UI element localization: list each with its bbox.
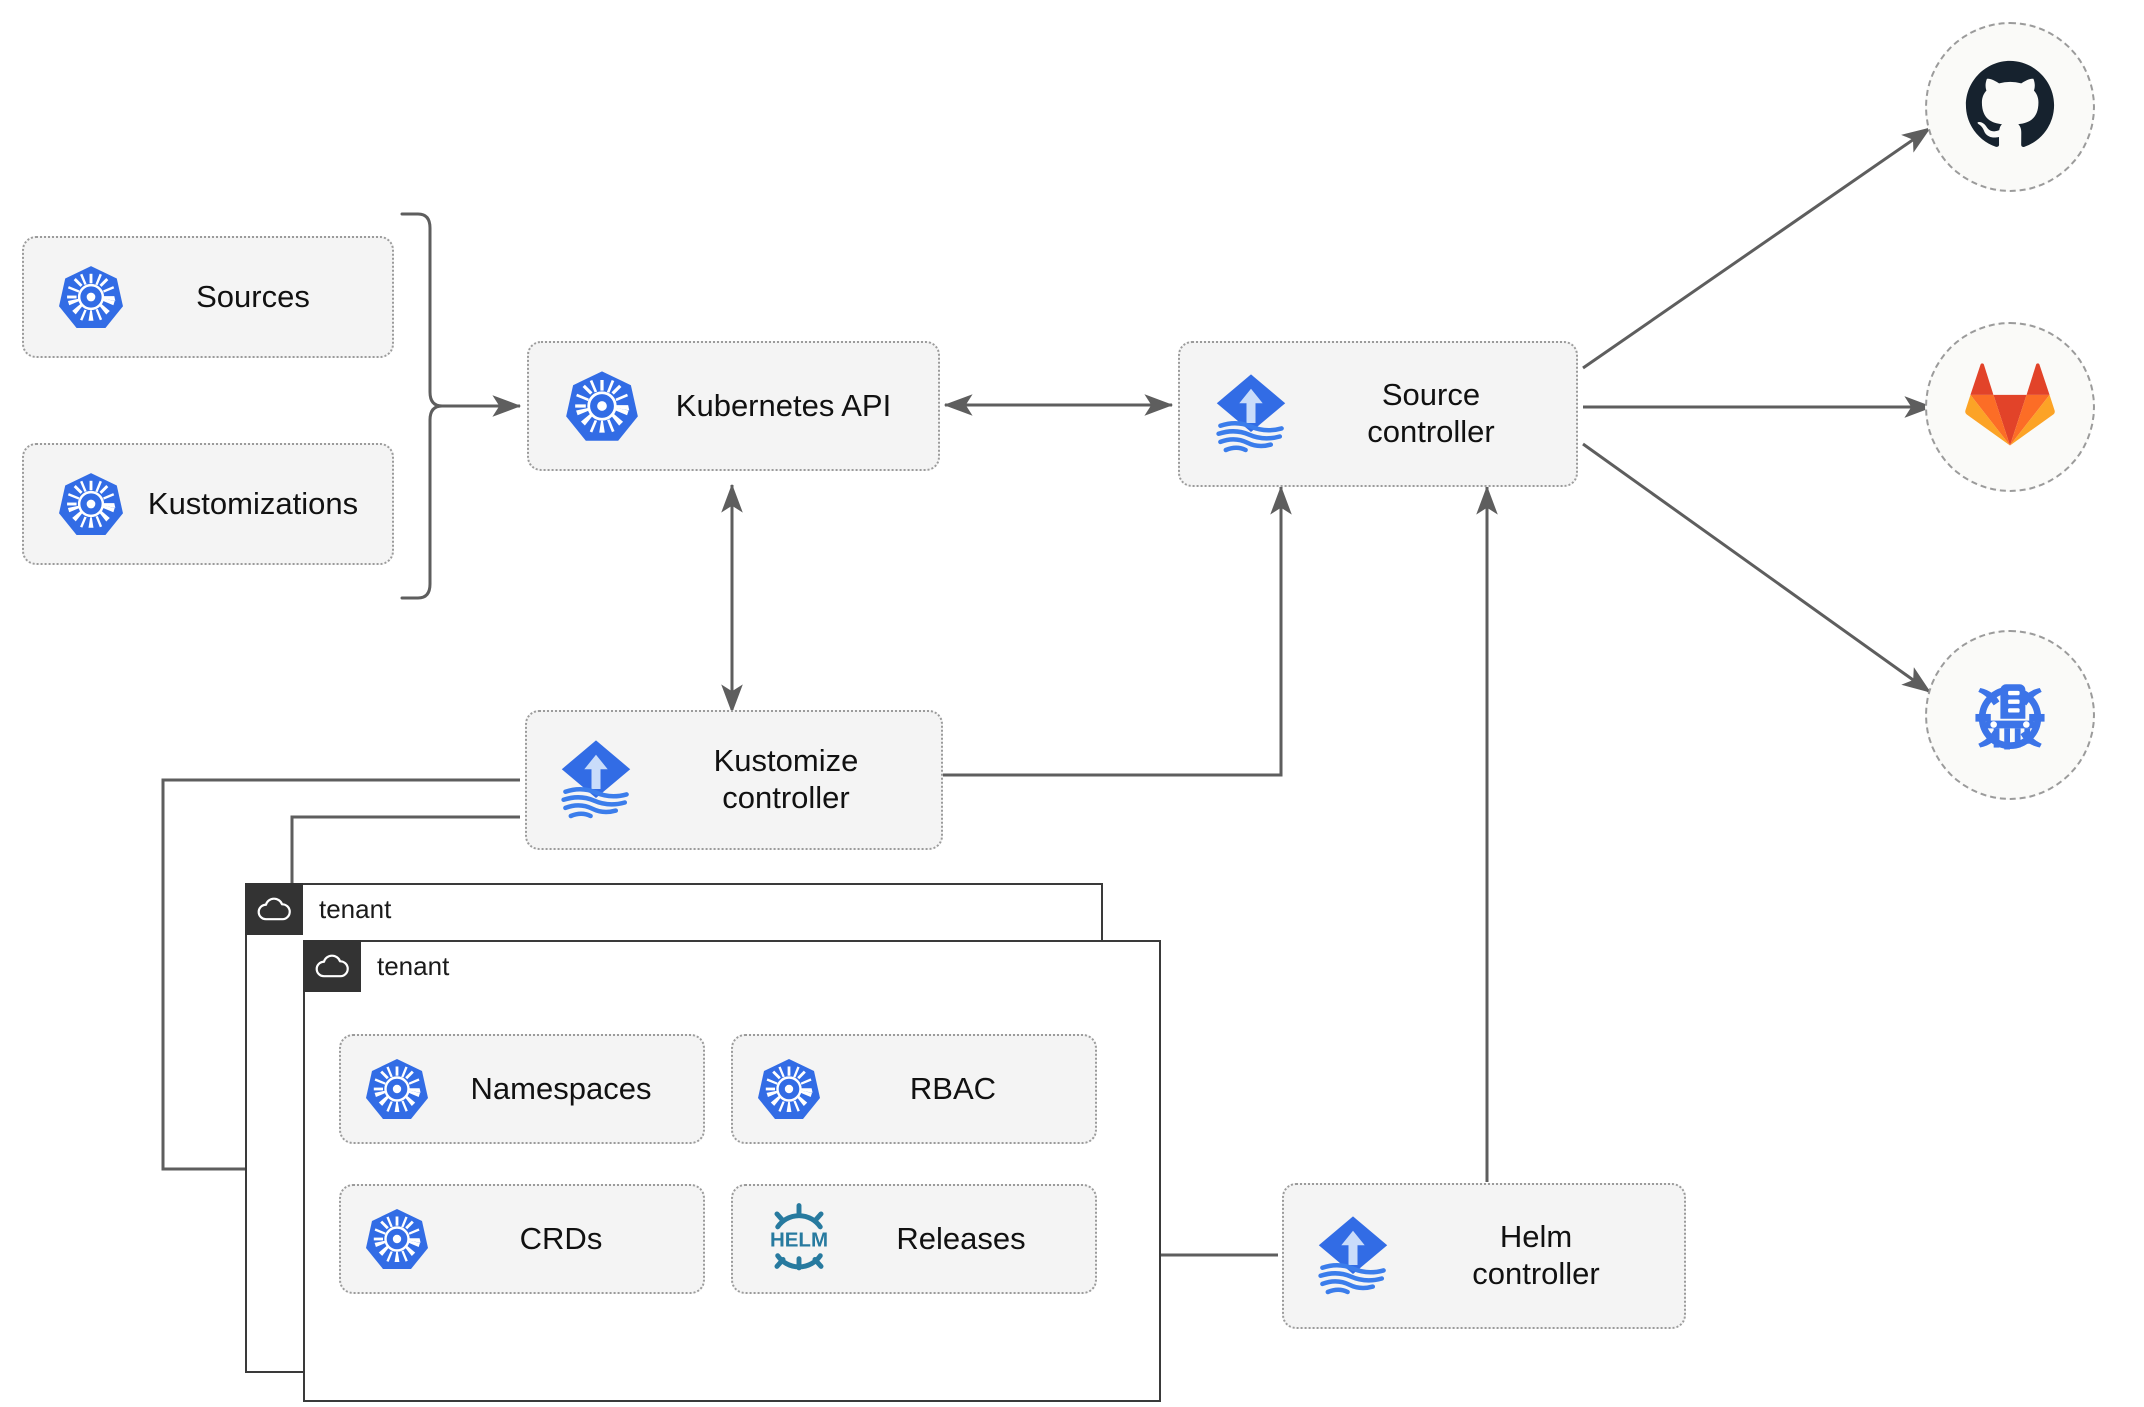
node-releases[interactable]: HELM Releases (731, 1184, 1097, 1294)
node-crds[interactable]: CRDs (339, 1184, 705, 1294)
node-kustomize-controller[interactable]: Kustomize controller (525, 710, 943, 850)
node-label: Releases (896, 1220, 1026, 1256)
github-icon (1964, 59, 2056, 156)
node-kubernetes-api[interactable]: Kubernetes API (527, 341, 940, 471)
node-namespaces[interactable]: Namespaces (339, 1034, 705, 1144)
node-label: Sources (196, 278, 310, 314)
edge-kustomize-to-source (943, 485, 1292, 777)
kubernetes-icon (365, 1057, 429, 1121)
flux-icon (1308, 1211, 1398, 1301)
tenant-header: tenant (245, 883, 391, 935)
node-label: RBAC (909, 1070, 997, 1106)
node-label: Kustomizations (147, 485, 359, 521)
node-label: Kubernetes API (675, 387, 892, 423)
node-label: Namespaces (470, 1070, 652, 1106)
node-rbac[interactable]: RBAC (731, 1034, 1097, 1144)
node-source-controller[interactable]: Source controller (1178, 341, 1578, 487)
tenant-label: tenant (319, 894, 392, 924)
kubernetes-icon (365, 1207, 429, 1271)
node-helm-repository[interactable] (1925, 630, 2095, 800)
tenant-label: tenant (377, 951, 450, 981)
cloud-icon (245, 883, 303, 935)
node-kustomizations[interactable]: Kustomizations (22, 443, 394, 565)
kubernetes-icon (58, 264, 124, 330)
helm-icon: HELM (761, 1201, 837, 1277)
node-label: Helm controller (1472, 1219, 1600, 1291)
tenant-front[interactable]: tenant (303, 940, 1161, 1402)
edge-source-to-github (1582, 126, 1931, 370)
node-label: Kustomize controller (713, 743, 859, 815)
node-sources[interactable]: Sources (22, 236, 394, 358)
flux-icon (551, 735, 641, 825)
kubernetes-icon (757, 1057, 821, 1121)
kubernetes-icon (565, 369, 639, 443)
edge-source-to-helm-repo (1582, 442, 1931, 694)
node-github[interactable] (1925, 22, 2095, 192)
node-label: CRDs (519, 1220, 603, 1256)
kubernetes-icon (58, 471, 124, 537)
gitlab-icon (1964, 359, 2056, 456)
node-label: Source controller (1367, 377, 1495, 449)
svg-text:HELM: HELM (770, 1229, 828, 1252)
helm-chart-repository-icon (1962, 665, 2058, 766)
node-gitlab[interactable] (1925, 322, 2095, 492)
node-helm-controller[interactable]: Helm controller (1282, 1183, 1686, 1329)
edge-brace-sources-kustomizations (400, 212, 443, 600)
tenant-header: tenant (303, 940, 449, 992)
flux-icon (1206, 369, 1296, 459)
cloud-icon (303, 940, 361, 992)
